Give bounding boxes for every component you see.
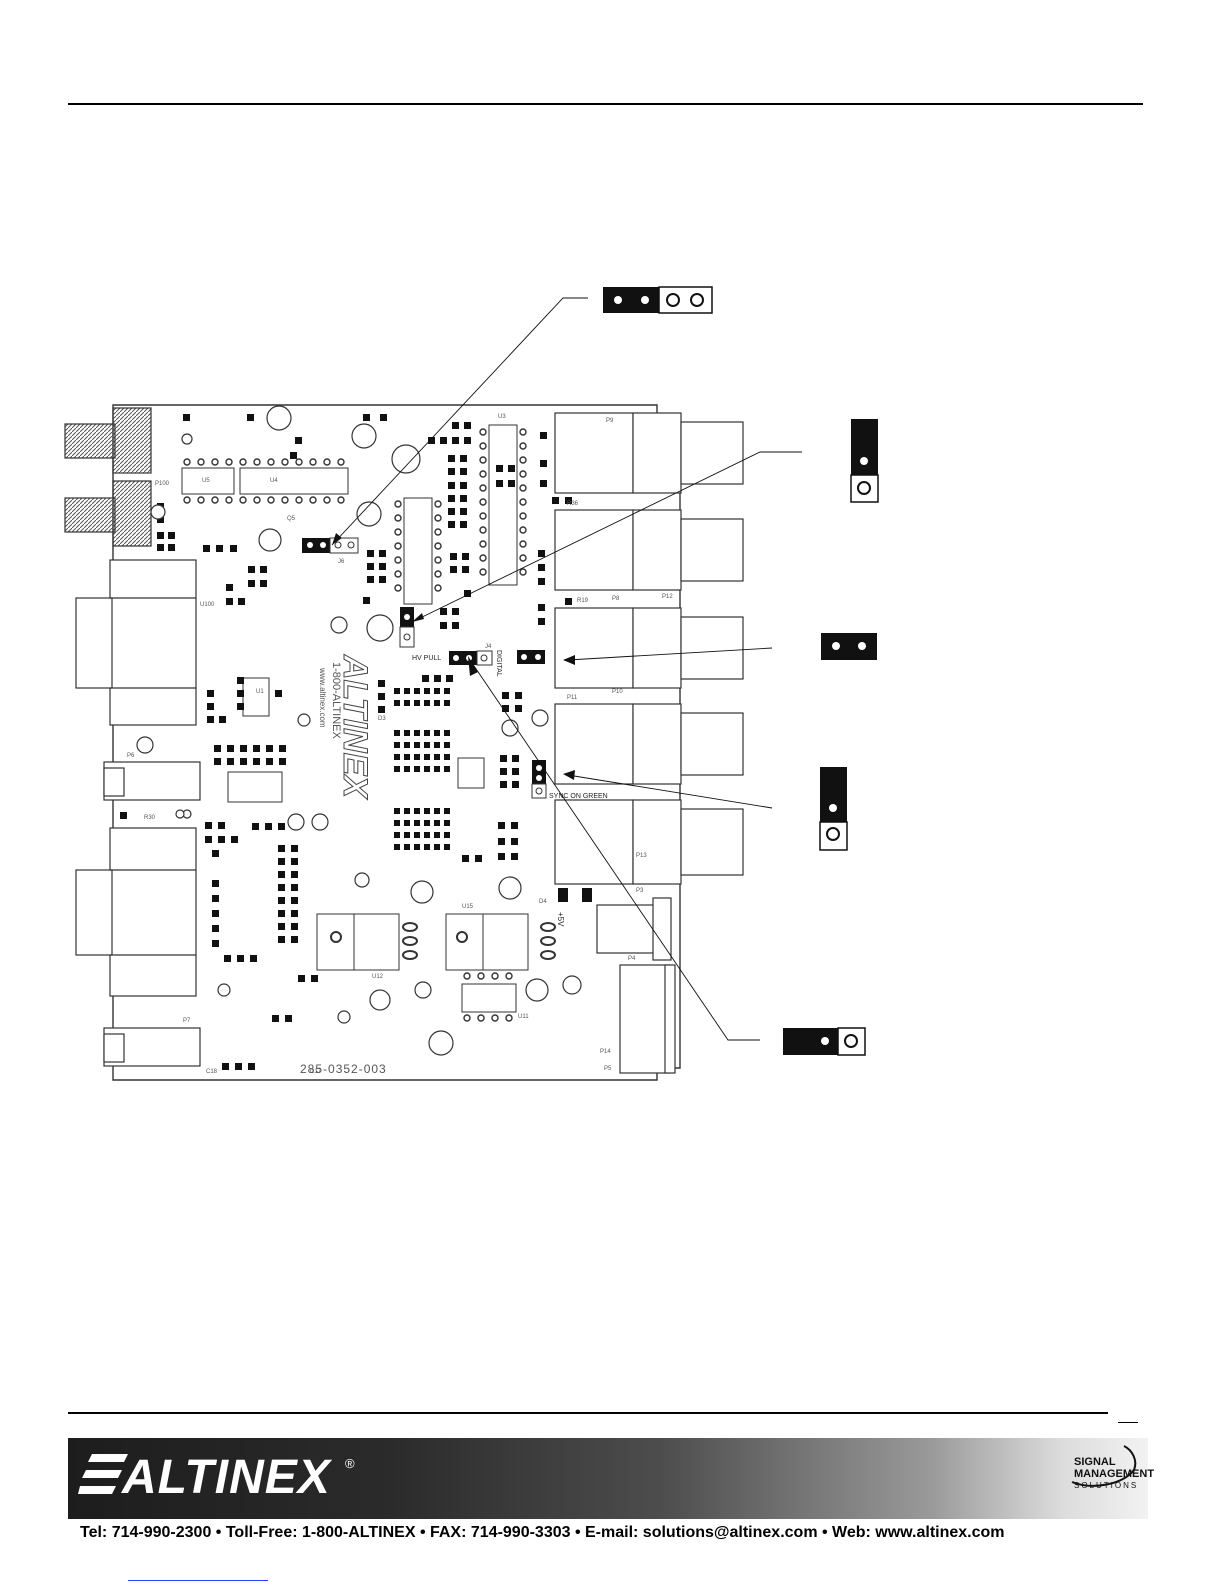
svg-text:P4: P4 bbox=[628, 956, 636, 962]
footer-rule bbox=[68, 1412, 1108, 1414]
footer-banner bbox=[68, 1438, 1148, 1519]
callout-jumper-5 bbox=[783, 1027, 866, 1056]
svg-text:R19: R19 bbox=[577, 598, 589, 604]
smd-grid bbox=[394, 688, 450, 850]
svg-text:P8: P8 bbox=[612, 596, 620, 602]
ic-chips bbox=[181, 424, 529, 1013]
svg-text:Q5: Q5 bbox=[287, 516, 296, 522]
svg-text:P11: P11 bbox=[567, 695, 578, 701]
right-bnc-connectors bbox=[554, 412, 744, 1074]
svg-text:D4: D4 bbox=[539, 899, 547, 905]
label-sync-green: SYNC ON GREEN bbox=[549, 793, 608, 800]
board-logo: ALTINEX bbox=[336, 654, 374, 800]
svg-text:P9: P9 bbox=[606, 418, 614, 424]
svg-text:D3: D3 bbox=[378, 716, 386, 722]
svg-text:U4: U4 bbox=[270, 478, 278, 484]
header-rule bbox=[68, 103, 1143, 105]
callout-jumper-2 bbox=[850, 419, 879, 503]
callout-jumper-1 bbox=[603, 286, 713, 314]
svg-text:U12: U12 bbox=[372, 974, 384, 980]
svg-text:R36: R36 bbox=[567, 501, 579, 507]
board-web: www.altinex.com bbox=[318, 667, 327, 728]
board-outline bbox=[112, 404, 681, 1081]
label-hv-pull: HV PULL bbox=[412, 655, 441, 662]
smd-pads bbox=[120, 414, 592, 1070]
svg-text:P100: P100 bbox=[155, 481, 170, 487]
bottom-link-underline[interactable] bbox=[128, 1580, 268, 1581]
svg-text:U5: U5 bbox=[202, 478, 210, 484]
svg-text:P10: P10 bbox=[612, 689, 623, 695]
svg-text:U3: U3 bbox=[498, 414, 506, 420]
pcb-diagram: 285-0352-003 ALTINEX 1-800-ALTINEX www.a… bbox=[64, 286, 879, 1081]
svg-text:P6: P6 bbox=[127, 753, 135, 759]
svg-text:R30: R30 bbox=[144, 815, 156, 821]
label-5v: +5V bbox=[556, 912, 565, 927]
svg-text:U1: U1 bbox=[256, 689, 264, 695]
svg-text:J6: J6 bbox=[338, 559, 345, 565]
callout-jumper-3 bbox=[821, 633, 877, 660]
board-phone: 1-800-ALTINEX bbox=[330, 662, 342, 739]
footer-brand: ALTINEX bbox=[122, 1451, 331, 1504]
left-connectors bbox=[64, 407, 201, 1067]
svg-text:U100: U100 bbox=[200, 602, 215, 608]
silkscreen: 285-0352-003 ALTINEX 1-800-ALTINEX www.a… bbox=[127, 414, 673, 1076]
badge-line-1: SIGNAL bbox=[1074, 1456, 1116, 1468]
board-part-number: 285-0352-003 bbox=[300, 1062, 387, 1076]
board-jumpers bbox=[302, 537, 547, 799]
svg-text:P3: P3 bbox=[636, 888, 644, 894]
label-digital: DIGITAL bbox=[495, 650, 502, 677]
svg-text:P5: P5 bbox=[604, 1066, 612, 1072]
svg-text:J4: J4 bbox=[485, 644, 492, 650]
svg-text:P13: P13 bbox=[636, 853, 647, 859]
ic-pins bbox=[183, 428, 527, 1022]
callout-jumper-4 bbox=[819, 767, 848, 851]
svg-text:C18: C18 bbox=[206, 1069, 218, 1075]
footer-registered: ® bbox=[345, 1456, 355, 1471]
altinex-logo-mark bbox=[78, 1454, 128, 1494]
svg-text:U11: U11 bbox=[518, 1014, 529, 1020]
leader-lines bbox=[331, 297, 802, 1041]
footer-rule-right bbox=[1118, 1422, 1138, 1423]
svg-text:U15: U15 bbox=[462, 904, 474, 910]
footer-contact: Tel: 714-990-2300 • Toll-Free: 1-800-ALT… bbox=[80, 1524, 1005, 1541]
arrowheads bbox=[332, 533, 575, 780]
svg-text:P14: P14 bbox=[600, 1049, 611, 1055]
regulator-leads bbox=[330, 914, 556, 970]
svg-text:P12: P12 bbox=[662, 594, 673, 600]
capacitors bbox=[136, 405, 582, 1056]
svg-text:C17: C17 bbox=[310, 1069, 322, 1075]
badge-swoosh-icon bbox=[1071, 1445, 1137, 1487]
svg-text:P7: P7 bbox=[183, 1018, 191, 1024]
